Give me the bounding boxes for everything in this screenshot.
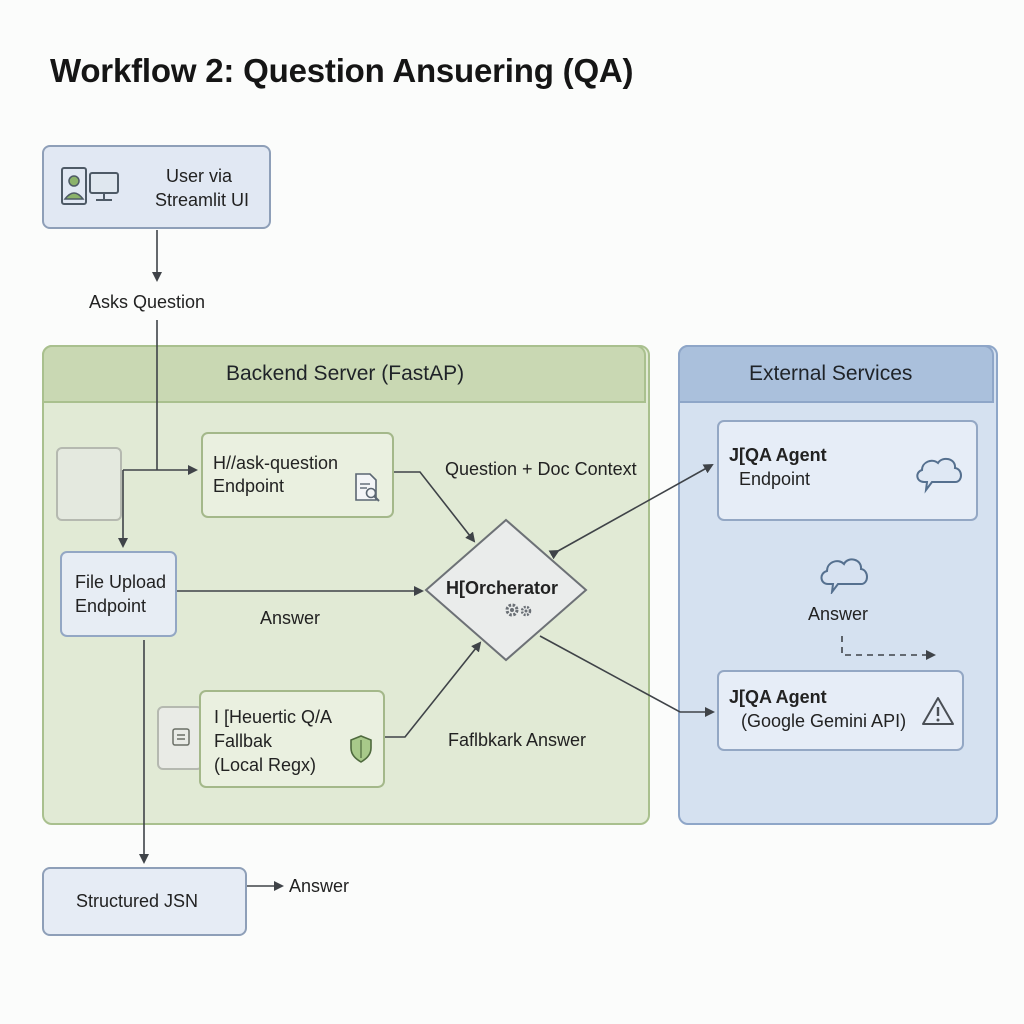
placeholder-box <box>56 447 122 521</box>
asks-question-label: Asks Question <box>89 292 206 312</box>
list-icon <box>172 728 190 746</box>
user-label-line1: User via <box>166 166 233 186</box>
external-services-header <box>678 345 994 403</box>
qa-agent-endpoint[interactable]: J[QA Agent Endpoint <box>717 420 978 521</box>
shield-icon <box>350 735 372 763</box>
cloud-chat-icon <box>916 457 962 494</box>
qa-endpoint-line2: Endpoint <box>739 469 811 489</box>
arrow-orchestrator-gemini <box>539 635 715 717</box>
file-upload-line1: File Upload <box>75 572 167 592</box>
backend-server-title: Backend Server (FastAP) <box>226 362 465 385</box>
ask-endpoint-line1: H//ask-question <box>213 453 339 473</box>
page-title: Workflow 2: Question Ansuering (QA) <box>50 52 634 89</box>
answer-bottom-label: Answer <box>289 876 350 896</box>
qa-gemini-line1: J[QA Agent <box>729 687 827 707</box>
file-upload-line2: Endpoint <box>75 596 147 616</box>
structured-json-label: Structured JSN <box>76 891 199 911</box>
heuristic-qa-fallback[interactable]: I [Heuertic Q/A Fallbak (Local Regx) <box>199 690 385 788</box>
file-upload-endpoint[interactable]: File Upload Endpoint <box>60 551 177 637</box>
answer-external-label: Answer <box>808 604 869 624</box>
heuristic-line2: Fallbak <box>214 731 273 751</box>
answer-mid-label: Answer <box>260 608 321 628</box>
arrow-orchestrator-qa-endpoint <box>548 464 714 560</box>
qa-endpoint-line1: J[QA Agent <box>729 445 827 465</box>
orchestrator-node[interactable] <box>424 518 588 662</box>
ask-question-endpoint[interactable]: H//ask-question Endpoint <box>201 432 394 518</box>
fallback-answer-label: Faflbkark Answer <box>448 730 587 750</box>
user-computer-icon <box>61 167 119 205</box>
ask-endpoint-line2: Endpoint <box>213 476 285 496</box>
user-node[interactable]: User via Streamlit UI <box>42 145 271 229</box>
user-label-line2: Streamlit UI <box>155 190 250 210</box>
qa-agent-gemini[interactable]: J[QA Agent (Google Gemini API) <box>717 670 964 751</box>
arrow-dashed-answer <box>841 636 936 660</box>
heuristic-line1: I [Heuertic Q/A <box>214 707 333 727</box>
backend-server-header <box>42 345 646 403</box>
document-search-icon <box>355 473 380 502</box>
heuristic-line3: (Local Regx) <box>214 755 317 775</box>
qa-gemini-line2: (Google Gemini API) <box>741 711 907 731</box>
orchestrator-label: H[Orcherator <box>446 578 559 598</box>
external-services-title: External Services <box>749 362 913 385</box>
cloud-icon <box>820 558 868 594</box>
arrow-heuristic-to-orchestrator <box>385 641 482 738</box>
gears-icon <box>505 603 532 617</box>
warning-icon <box>922 697 954 725</box>
arrow-ask-to-orchestrator <box>394 471 476 543</box>
structured-json-node[interactable]: Structured JSN <box>42 867 247 936</box>
